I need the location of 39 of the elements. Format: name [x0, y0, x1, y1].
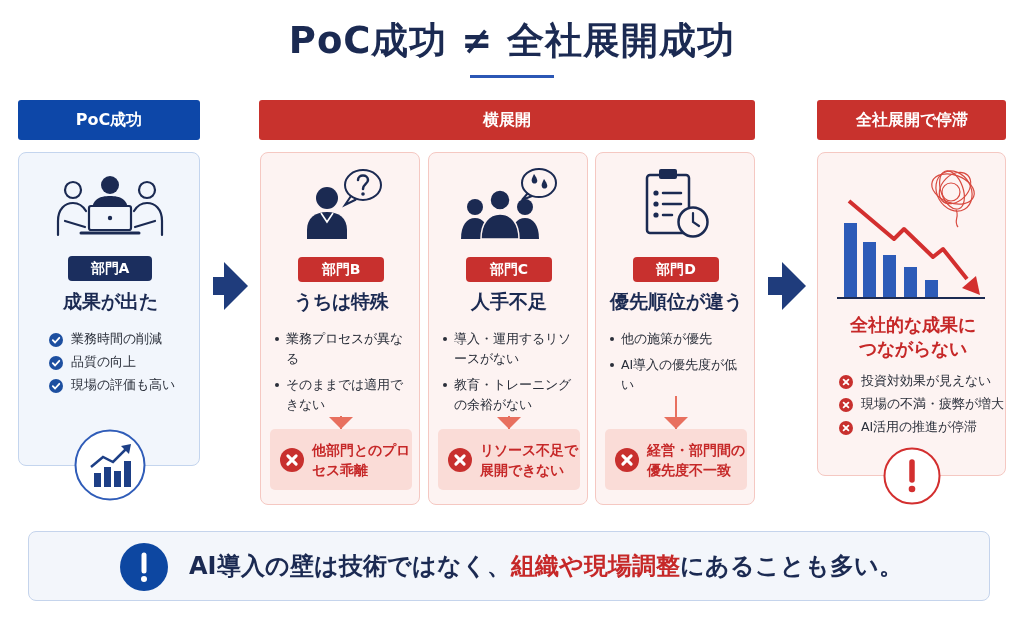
department-tag: 部門D	[633, 257, 719, 282]
bullet-item: 業務プロセスが異なる	[273, 329, 413, 369]
result-text: 他部門とのプロセス乖離	[312, 440, 410, 480]
bullet-item: 導入・運用するリソースがない	[441, 329, 581, 369]
list-item: 業務時間の削減	[71, 331, 162, 348]
message-banner	[28, 531, 990, 601]
department-tag: 部門A	[68, 256, 152, 281]
arrow	[329, 415, 353, 430]
banner-text: AI導入の壁は技術ではなく、組織や現場調整にあることも多い。	[189, 551, 903, 582]
card-heading: 人手不足	[471, 290, 547, 312]
result-box	[270, 429, 412, 490]
title: PoC成功 ≠ 全社展開成功	[288, 19, 736, 62]
list-item: 品質の向上	[71, 354, 136, 371]
bullet-item: 他の施策が優先	[608, 329, 748, 349]
result-text: リソース不足で展開できない	[480, 440, 578, 480]
card-heading: 成果が出た	[62, 290, 158, 312]
result-box	[605, 429, 747, 490]
bullet-item: 教育・トレーニングの余裕がない	[441, 375, 581, 415]
list-item: 現場の不満・疲弊が増大	[861, 396, 1004, 413]
bullet-item: AI導入の優先度が低い	[608, 355, 748, 395]
stage-header: 横展開	[259, 100, 755, 140]
bullet-item: そのままでは適用できない	[273, 375, 413, 415]
card-heading: 全社的な成果につながらない	[849, 314, 976, 359]
result-text: 経営・部門間の優先度不一致	[647, 440, 745, 480]
result-box	[438, 429, 580, 490]
department-card	[428, 152, 588, 505]
list-item: 投資対効果が見えない	[861, 373, 991, 390]
arrow	[664, 395, 688, 430]
department-card	[260, 152, 420, 505]
card-heading: うちは特殊	[293, 290, 389, 312]
stage-header: 全社展開で停滞	[817, 100, 1006, 140]
department-tag: 部門B	[298, 257, 384, 282]
stage-header: PoC成功	[18, 100, 200, 140]
list-item: 現場の評価も高い	[71, 377, 175, 394]
department-tag: 部門C	[466, 257, 552, 282]
arrow	[497, 415, 521, 430]
department-card	[595, 152, 755, 505]
card-heading: 優先順位が違う	[609, 290, 743, 312]
list-item: AI活用の推進が停滞	[861, 419, 978, 436]
